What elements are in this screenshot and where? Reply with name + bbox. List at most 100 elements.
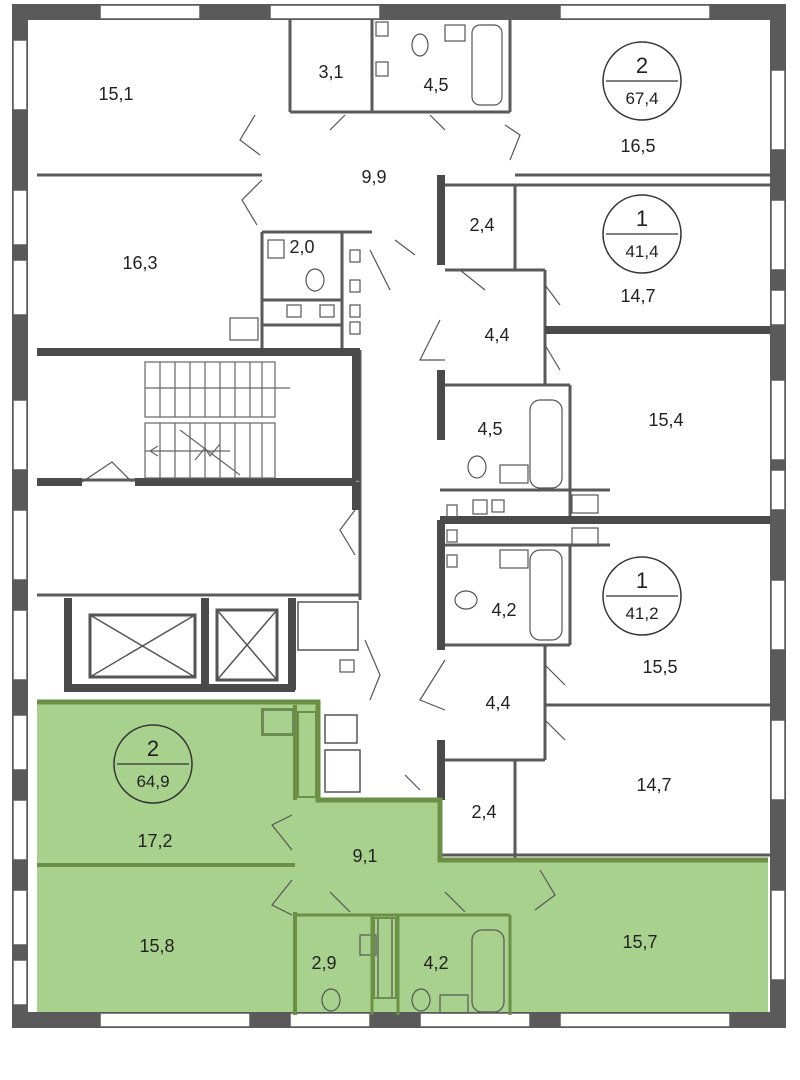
shaft-box xyxy=(349,304,361,318)
shaft-box xyxy=(349,279,361,293)
room-area-label: 2,4 xyxy=(469,215,494,235)
window xyxy=(559,1012,731,1028)
window xyxy=(99,4,201,20)
shaft-box xyxy=(472,499,488,515)
window xyxy=(12,189,28,246)
highlighted-walls xyxy=(37,699,768,1015)
core-walls xyxy=(37,175,770,800)
shaft-box xyxy=(491,499,505,513)
sink-icon xyxy=(444,24,466,42)
sink-icon xyxy=(571,494,599,514)
shaft-box xyxy=(375,61,389,77)
room-area-label: 4,4 xyxy=(484,325,509,345)
elevator-shaft-1 xyxy=(88,613,197,679)
toilet-icon xyxy=(321,988,341,1012)
room-area-label: 14,7 xyxy=(636,775,671,795)
highlight-outline xyxy=(37,699,768,863)
bathtub-icon xyxy=(471,929,505,1013)
elevators xyxy=(88,601,361,793)
room-area-label: 2,0 xyxy=(289,237,314,257)
shaft-box xyxy=(339,659,355,673)
badge-room-count: 2 xyxy=(147,736,159,761)
sink-icon xyxy=(359,934,377,956)
room-area-label: 16,3 xyxy=(122,253,157,273)
toilet-icon xyxy=(305,268,325,292)
stair-flight-upper xyxy=(144,361,276,418)
highlighted-apartment-fill xyxy=(37,702,768,1015)
shaft-box xyxy=(349,249,361,263)
sink-icon xyxy=(229,317,259,341)
room-area-label: 17,2 xyxy=(137,831,172,851)
window xyxy=(770,469,786,511)
window xyxy=(559,4,711,20)
window xyxy=(770,889,786,981)
shaft-box xyxy=(349,321,361,335)
shaft-box xyxy=(324,714,358,744)
window xyxy=(770,289,786,326)
sanitary-fixtures xyxy=(229,21,599,1014)
badge-area: 64,9 xyxy=(136,772,169,791)
apartment-badge[interactable]: 2 67,4 xyxy=(602,41,682,121)
apartment-badge[interactable]: 1 41,4 xyxy=(602,194,682,274)
badge-room-count: 1 xyxy=(636,568,648,593)
window xyxy=(269,4,381,20)
window xyxy=(770,579,786,651)
toilet-icon xyxy=(467,455,487,479)
badge-area: 41,4 xyxy=(625,242,658,261)
bathtub-icon xyxy=(471,24,503,106)
window xyxy=(770,199,786,271)
window xyxy=(12,799,28,861)
room-area-label: 9,1 xyxy=(352,846,377,866)
shaft-box xyxy=(446,529,458,543)
shaft-box xyxy=(319,304,335,318)
room-area-label: 4,5 xyxy=(423,75,448,95)
apartment-badge[interactable]: 1 41,2 xyxy=(602,556,682,636)
window xyxy=(419,1012,531,1028)
shaft-box xyxy=(375,21,389,37)
toilet-icon xyxy=(411,988,431,1012)
room-area-label: 15,7 xyxy=(622,932,657,952)
window xyxy=(12,959,28,1006)
shaft-box xyxy=(446,554,458,568)
window xyxy=(12,714,28,771)
badge-area: 41,2 xyxy=(625,604,658,623)
shaft-box xyxy=(286,304,302,318)
room-area-label: 15,1 xyxy=(98,84,133,104)
elevator-shaft-2 xyxy=(215,608,279,682)
window xyxy=(12,399,28,471)
windows xyxy=(12,4,786,1028)
shaft-box xyxy=(297,601,359,651)
doors xyxy=(81,114,566,916)
room-area-label: 15,5 xyxy=(642,657,677,677)
toilet-icon xyxy=(411,33,429,57)
room-area-label: 4,5 xyxy=(477,419,502,439)
window xyxy=(770,719,786,801)
badge-room-count: 1 xyxy=(636,206,648,231)
shaft-box xyxy=(446,504,458,518)
room-area-label: 16,5 xyxy=(620,136,655,156)
room-area-label: 14,7 xyxy=(620,286,655,306)
room-area-label: 4,4 xyxy=(485,693,510,713)
staircase xyxy=(144,361,290,479)
bathtub-icon xyxy=(529,549,563,641)
window xyxy=(770,69,786,151)
room-area-label: 4,2 xyxy=(491,600,516,620)
room-area-label: 2,9 xyxy=(311,953,336,973)
sink-icon xyxy=(267,239,285,259)
window xyxy=(12,39,28,111)
highlighted-apartment[interactable] xyxy=(37,702,768,1015)
shaft-box xyxy=(324,749,361,793)
badge-room-count: 2 xyxy=(636,53,648,78)
room-area-label: 2,4 xyxy=(471,802,496,822)
sink-icon xyxy=(439,994,469,1014)
room-area-label: 15,4 xyxy=(648,410,683,430)
sink-icon xyxy=(499,549,529,569)
bathtub-icon xyxy=(529,399,563,489)
toilet-icon xyxy=(454,590,478,610)
window xyxy=(99,1012,251,1028)
apartment-badge[interactable]: 2 64,9 xyxy=(113,724,193,804)
room-area-label: 3,1 xyxy=(318,62,343,82)
window xyxy=(12,609,28,681)
window xyxy=(12,889,28,946)
